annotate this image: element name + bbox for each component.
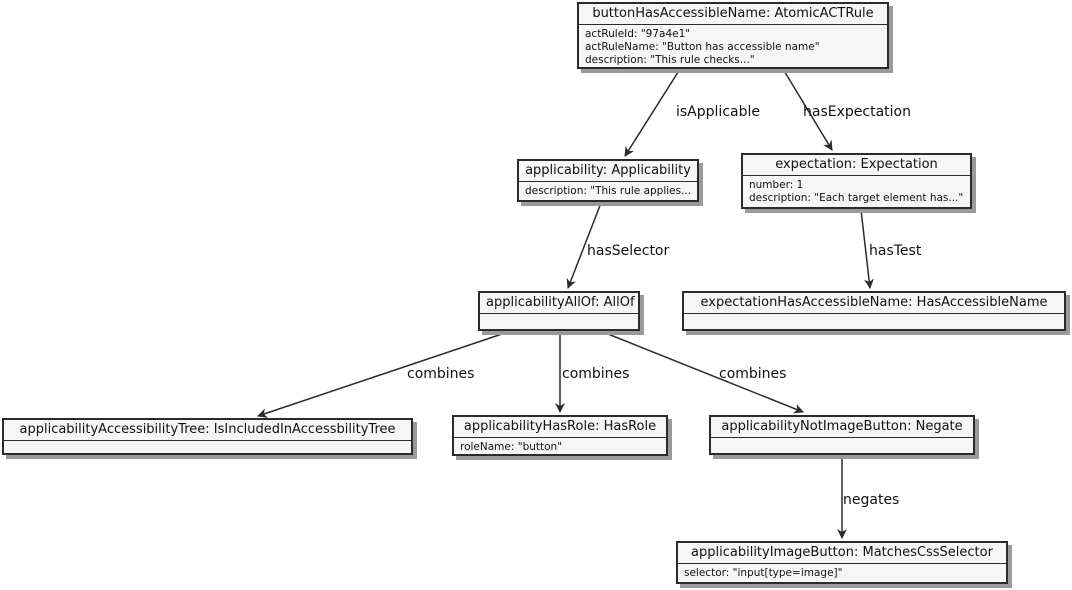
node-attribute: number: 1	[749, 179, 804, 191]
node-title: expectation: Expectation	[743, 155, 970, 176]
node-hasRole: applicabilityHasRole: HasRole roleName: …	[452, 415, 668, 456]
node-attributes: selector: "input[type=image]"	[678, 564, 1006, 582]
node-allof: applicabilityAllOf: AllOf	[478, 291, 640, 331]
node-attributes: number: 1 description: "Each target elem…	[743, 176, 970, 207]
edge-combines-3	[602, 331, 804, 414]
node-attribute: description: "This rule checks..."	[585, 54, 755, 66]
node-title: buttonHasAccessibleName: AtomicACTRule	[579, 4, 887, 25]
node-rule: buttonHasAccessibleName: AtomicACTRule a…	[577, 2, 889, 69]
edge-label-hasSelector: hasSelector	[587, 243, 670, 259]
node-attributes: description: "This rule applies..."	[519, 182, 697, 200]
node-attribute: actRuleName: "Button has accessible name…	[585, 41, 820, 53]
edge-label-combines-2: combines	[562, 366, 630, 382]
edge-isApplicable	[624, 68, 681, 157]
node-attribute: roleName: "button"	[460, 441, 563, 453]
node-title: expectationHasAccessibleName: HasAccessi…	[684, 293, 1064, 314]
node-attribute: actRuleId: "97a4e1"	[585, 28, 691, 40]
node-title: applicabilityAllOf: AllOf	[480, 293, 638, 314]
edge-label-isApplicable: isApplicable	[676, 104, 760, 120]
node-attribute: selector: "input[type=image]"	[684, 567, 843, 579]
node-title: applicabilityAccessibilityTree: IsInclud…	[4, 420, 411, 441]
node-title: applicabilityImageButton: MatchesCssSele…	[678, 543, 1006, 564]
edge-label-hasExpectation: hasExpectation	[803, 104, 911, 120]
node-attribute: description: "This rule applies..."	[525, 185, 691, 197]
edge-hasExpectation	[782, 68, 833, 151]
edge-combines-1	[257, 331, 509, 418]
node-notImageButton: applicabilityNotImageButton: Negate	[709, 415, 975, 455]
node-hasAccessibleName: expectationHasAccessibleName: HasAccessi…	[682, 291, 1066, 331]
edge-label-hasTest: hasTest	[869, 243, 922, 259]
node-imageButton: applicabilityImageButton: MatchesCssSele…	[676, 541, 1008, 584]
node-attribute: description: "Each target element has...…	[749, 192, 964, 204]
node-attributes: actRuleId: "97a4e1" actRuleName: "Button…	[579, 25, 887, 69]
node-accessibilityTree: applicabilityAccessibilityTree: IsInclud…	[2, 418, 413, 455]
edge-label-combines-1: combines	[407, 366, 475, 382]
node-title: applicability: Applicability	[519, 161, 697, 182]
node-title: applicabilityNotImageButton: Negate	[711, 417, 973, 438]
node-expectation: expectation: Expectation number: 1 descr…	[741, 153, 972, 209]
edge-label-negates: negates	[843, 492, 900, 508]
edge-hasTest	[860, 209, 874, 289]
edge-label-combines-3: combines	[719, 366, 787, 382]
node-title: applicabilityHasRole: HasRole	[454, 417, 666, 438]
node-attributes: roleName: "button"	[454, 438, 666, 456]
edge-hasSelector	[566, 202, 602, 289]
node-applicability: applicability: Applicability description…	[517, 159, 699, 202]
